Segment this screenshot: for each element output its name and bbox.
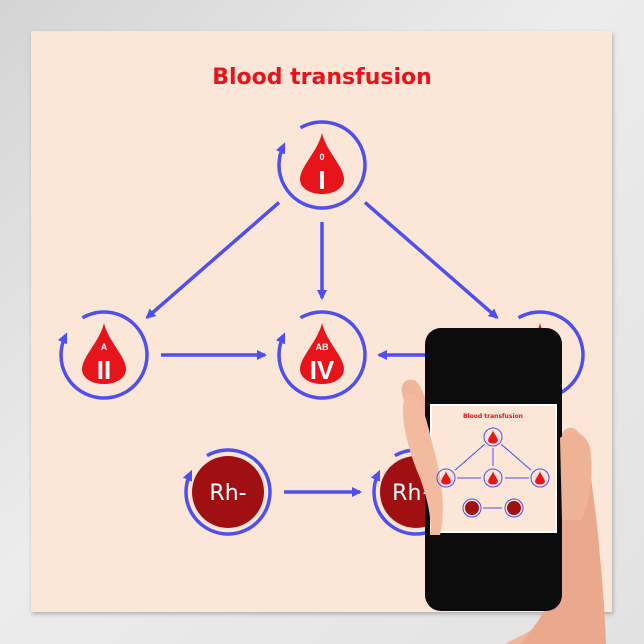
blood-node-IV: AB IV: [300, 323, 344, 385]
edge-I-to-II: [145, 201, 281, 319]
blood-group-label: AB: [316, 342, 329, 352]
rh-label: Rh+: [392, 481, 440, 506]
blood-group-label: 0: [319, 152, 324, 162]
rh-label: Rh-: [209, 481, 246, 506]
ring-II: [57, 310, 149, 400]
blood-group-label: A: [101, 342, 108, 352]
blood-numeral-label: I: [318, 165, 325, 195]
blood-drop-icon: [300, 133, 344, 194]
ring-rh-minus: [182, 448, 272, 536]
blood-node-III: B III: [518, 323, 562, 385]
rh-plus-node: Rh+: [380, 456, 452, 528]
blood-numeral-label: II: [97, 355, 111, 385]
ring-IV: [275, 310, 367, 400]
edge-I-to-III: [363, 201, 499, 319]
rh-disc: [192, 456, 264, 528]
blood-drop-icon: [82, 323, 126, 384]
blood-node-I: 0I: [300, 133, 344, 195]
blood-group-label: B: [537, 342, 544, 352]
blood-drop-icon: [300, 323, 344, 384]
blood-node-II: A II: [82, 323, 126, 385]
diagram-title: Blood transfusion: [212, 65, 432, 90]
blood-numeral-label: III: [529, 355, 551, 385]
blood-numeral-label: IV: [310, 355, 335, 385]
rh-minus-node: Rh-: [192, 456, 264, 528]
ring-I: [275, 120, 367, 210]
